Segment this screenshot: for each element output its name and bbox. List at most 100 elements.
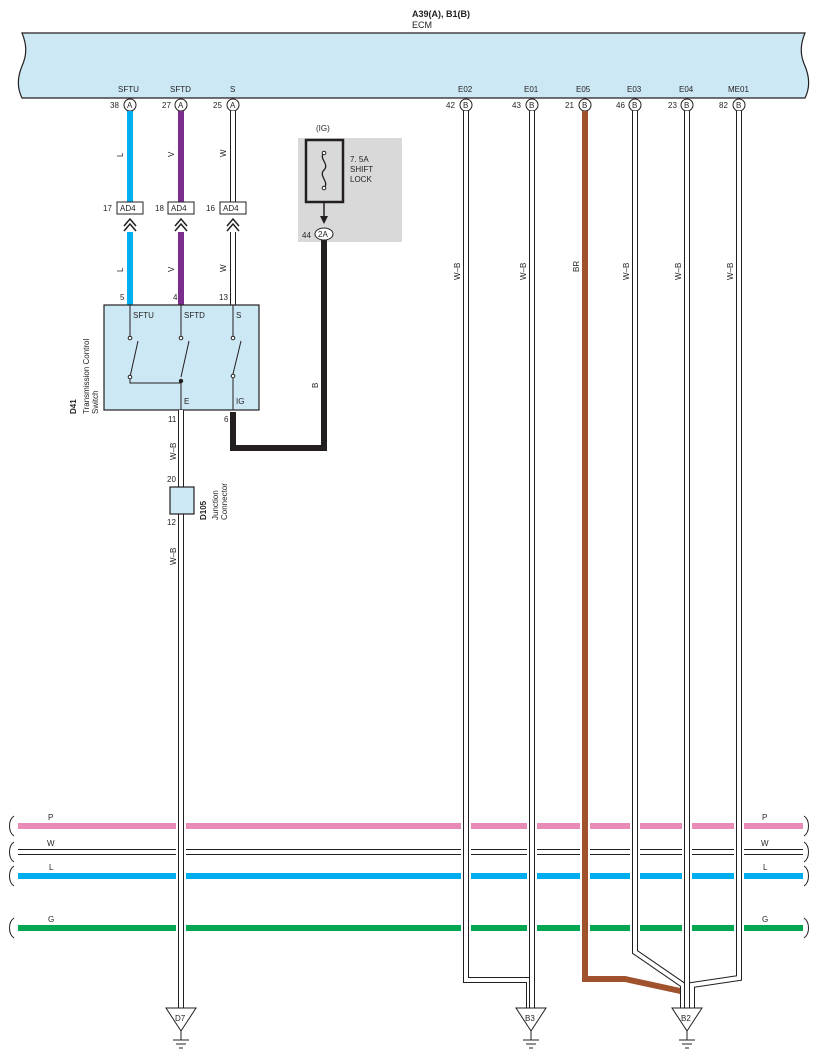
svg-text:W–B: W–B (674, 263, 683, 280)
ecm-name-label: ECM (412, 20, 432, 30)
svg-text:E05: E05 (576, 85, 591, 94)
svg-text:21: 21 (565, 101, 574, 110)
svg-text:D7: D7 (175, 1014, 186, 1023)
svg-text:LOCK: LOCK (350, 175, 372, 184)
ecm-body (17, 32, 810, 99)
svg-text:W–B: W–B (519, 263, 528, 280)
svg-text:G: G (762, 915, 768, 924)
svg-text:V: V (167, 151, 176, 157)
bus-l: L L (9, 863, 809, 887)
svg-text:AD4: AD4 (223, 204, 239, 213)
svg-text:Switch: Switch (91, 390, 100, 414)
svg-text:AD4: AD4 (120, 204, 136, 213)
ground-b3: B3 (515, 1007, 547, 1049)
svg-text:D41: D41 (69, 399, 78, 414)
svg-text:ME01: ME01 (728, 85, 749, 94)
svg-text:16: 16 (206, 204, 215, 213)
svg-text:L: L (49, 863, 54, 872)
bus-w: W W (9, 839, 809, 863)
svg-text:SFTU: SFTU (133, 311, 154, 320)
svg-text:A: A (127, 101, 133, 110)
svg-text:Connector: Connector (220, 483, 229, 520)
wire-sftd: V V (167, 111, 184, 305)
ecm-pin-me01: ME01 82 B (719, 85, 749, 112)
svg-text:27: 27 (162, 101, 171, 110)
svg-text:D105: D105 (199, 500, 208, 520)
svg-text:W–B: W–B (169, 548, 178, 565)
svg-text:W–B: W–B (169, 443, 178, 460)
svg-text:B2: B2 (681, 1014, 691, 1023)
svg-text:SFTD: SFTD (170, 85, 191, 94)
svg-text:17: 17 (103, 204, 112, 213)
ground-d7: D7 (165, 1007, 197, 1049)
junction-connector-d105: 20 12 D105 Junction Connector (167, 475, 229, 527)
svg-text:E02: E02 (458, 85, 473, 94)
svg-text:SFTU: SFTU (118, 85, 139, 94)
ecm-pin-e01: E01 43 B (512, 85, 539, 112)
wire-ig: B (230, 240, 327, 451)
wire-me01: W–B (689, 111, 742, 1008)
svg-text:P: P (762, 813, 767, 822)
svg-text:13: 13 (219, 293, 228, 302)
wire-sftu: L L (116, 111, 133, 305)
svg-text:Transmission Control: Transmission Control (82, 338, 91, 414)
svg-text:SHIFT: SHIFT (350, 165, 373, 174)
svg-text:42: 42 (446, 101, 455, 110)
svg-text:IG: IG (236, 397, 244, 406)
svg-text:7. 5A: 7. 5A (350, 155, 369, 164)
svg-text:82: 82 (719, 101, 728, 110)
ecm-pin-e04: E04 23 B (668, 85, 694, 112)
bus-p: P P (9, 813, 809, 837)
svg-text:46: 46 (616, 101, 625, 110)
svg-text:E: E (184, 397, 189, 406)
svg-text:E03: E03 (627, 85, 642, 94)
svg-text:B: B (632, 101, 637, 110)
svg-text:E01: E01 (524, 85, 539, 94)
svg-text:SFTD: SFTD (184, 311, 205, 320)
svg-text:4: 4 (173, 293, 178, 302)
svg-text:S: S (230, 85, 235, 94)
svg-text:W: W (219, 264, 228, 272)
bus-crossings (176, 812, 744, 937)
svg-text:E04: E04 (679, 85, 694, 94)
svg-text:Junction: Junction (211, 490, 220, 520)
svg-text:W–B: W–B (622, 263, 631, 280)
svg-text:BR: BR (572, 261, 581, 272)
svg-text:43: 43 (512, 101, 521, 110)
svg-text:L: L (763, 863, 768, 872)
svg-text:B3: B3 (525, 1014, 535, 1023)
svg-text:G: G (48, 915, 54, 924)
bus-g: G G (9, 915, 809, 939)
svg-text:B: B (684, 101, 689, 110)
svg-text:B: B (582, 101, 587, 110)
svg-text:38: 38 (110, 101, 119, 110)
ecm-pins: SFTU 38 A SFTD 27 A S 25 A E02 42 B E01 … (110, 85, 749, 112)
svg-text:44: 44 (302, 231, 311, 240)
svg-text:W: W (47, 839, 55, 848)
svg-text:23: 23 (668, 101, 677, 110)
svg-text:A: A (230, 101, 236, 110)
svg-text:W: W (219, 149, 228, 157)
svg-text:L: L (116, 267, 125, 272)
svg-text:P: P (48, 813, 53, 822)
svg-text:5: 5 (120, 293, 125, 302)
ecm-connectors-label: A39(A), B1(B) (412, 9, 470, 19)
svg-text:18: 18 (155, 204, 164, 213)
transmission-control-switch: 5 4 13 SFTU SFTD S E IG D41 Transmission… (69, 293, 260, 424)
ecm-pin-s: S 25 A (213, 85, 240, 112)
svg-text:B: B (529, 101, 534, 110)
svg-text:L: L (116, 152, 125, 157)
svg-text:6: 6 (224, 415, 229, 424)
wire-e05: BR (572, 111, 686, 995)
svg-text:B: B (311, 383, 320, 388)
svg-text:B: B (463, 101, 468, 110)
svg-text:A: A (178, 101, 184, 110)
svg-text:S: S (236, 311, 241, 320)
svg-text:W–B: W–B (453, 263, 462, 280)
svg-text:25: 25 (213, 101, 222, 110)
wire-e03: W–B (622, 111, 686, 1008)
svg-text:20: 20 (167, 475, 176, 484)
svg-text:12: 12 (167, 518, 176, 527)
svg-text:(IG): (IG) (316, 124, 330, 133)
